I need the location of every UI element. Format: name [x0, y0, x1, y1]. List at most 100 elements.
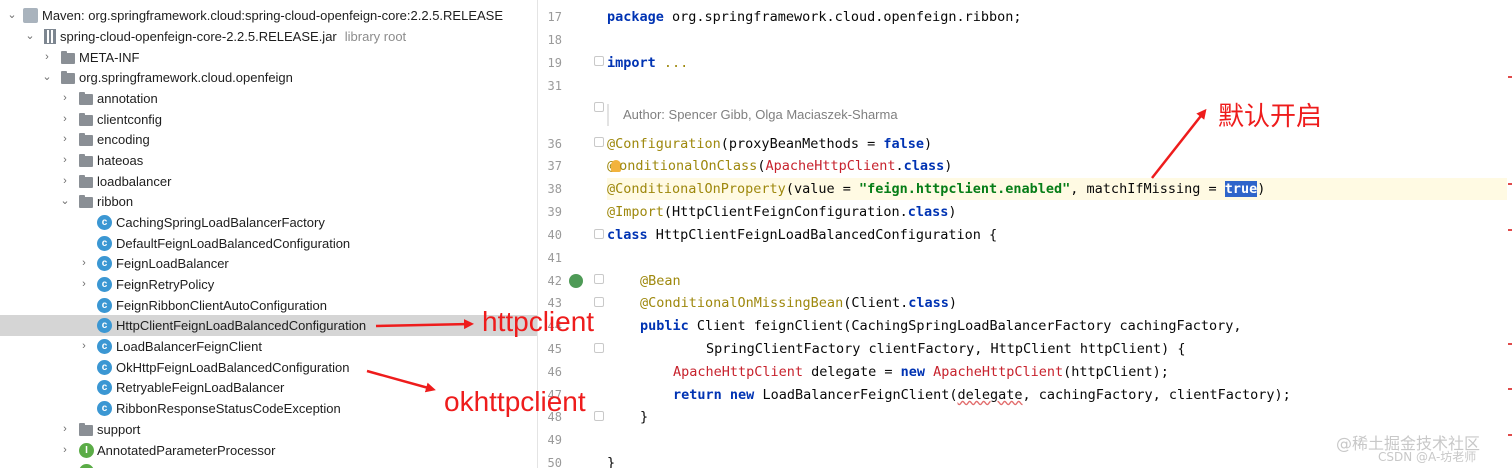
tree-row-class[interactable]: c FeignRibbonClientAutoConfiguration — [0, 295, 537, 316]
error-stripe-mark[interactable] — [1508, 343, 1512, 345]
tree-row-partial[interactable] — [0, 461, 537, 468]
folded-imports[interactable]: ... — [663, 55, 689, 71]
tree-row-meta-inf[interactable]: › META-INF — [0, 47, 537, 68]
fold-marker[interactable] — [594, 137, 604, 147]
error-stripe-mark[interactable] — [1508, 434, 1512, 436]
interface-icon: I — [79, 443, 94, 458]
error-stripe-mark[interactable] — [1508, 229, 1512, 231]
fold-marker[interactable] — [594, 274, 604, 284]
class-icon: c — [97, 360, 112, 375]
tree-label: org.springframework.cloud.openfeign — [79, 70, 293, 85]
code-line-method-sig: public Client feignClient(CachingSpringL… — [640, 318, 1242, 334]
tree-row-package-openfeign[interactable]: ⌄ org.springframework.cloud.openfeign — [0, 67, 537, 88]
intention-bulb-icon[interactable] — [611, 160, 622, 172]
tree-label: RetryableFeignLoadBalancer — [116, 380, 285, 395]
folder-icon — [79, 195, 93, 208]
tree-row-class-selected[interactable]: c HttpClientFeignLoadBalancedConfigurati… — [0, 315, 537, 336]
chevron-right-icon[interactable]: › — [63, 133, 67, 145]
code-line-import: import ... — [607, 55, 689, 71]
error-stripe-mark[interactable] — [1508, 183, 1512, 185]
chevron-right-icon[interactable]: › — [63, 175, 67, 187]
line-number: 39 — [547, 205, 562, 219]
editor-gutter — [540, 0, 602, 468]
line-number: 17 — [547, 10, 562, 24]
tree-row-class[interactable]: c RibbonResponseStatusCodeException — [0, 398, 537, 419]
tree-row-ribbon[interactable]: ⌄ ribbon — [0, 191, 537, 212]
tree-row-class[interactable]: c CachingSpringLoadBalancerFactory — [0, 212, 537, 233]
tree-label: FeignRibbonClientAutoConfiguration — [116, 298, 328, 313]
fold-marker[interactable] — [594, 411, 604, 421]
annotation-httpclient: httpclient — [482, 306, 595, 337]
chevron-down-icon[interactable]: ⌄ — [7, 9, 17, 21]
class-icon — [79, 464, 94, 468]
fold-marker[interactable] — [594, 102, 604, 112]
chevron-right-icon[interactable]: › — [63, 92, 67, 104]
chevron-right-icon[interactable]: › — [63, 154, 67, 166]
chevron-down-icon[interactable]: ⌄ — [60, 195, 70, 207]
tree-row-class[interactable]: c OkHttpFeignLoadBalancedConfiguration — [0, 357, 537, 378]
fold-marker[interactable] — [594, 229, 604, 239]
tree-label: FeignLoadBalancer — [116, 256, 229, 271]
folder-icon — [79, 423, 93, 436]
spring-bean-icon[interactable] — [569, 274, 583, 288]
folder-icon — [79, 133, 93, 146]
tree-row-interface[interactable]: › I AnnotatedParameterProcessor — [0, 440, 537, 461]
tree-row-jar[interactable]: ⌄ spring-cloud-openfeign-core-2.2.5.RELE… — [0, 26, 537, 47]
watermark-csdn: CSDN @A-坊老师 — [1378, 450, 1477, 464]
selected-true[interactable]: true — [1224, 181, 1258, 197]
folder-icon — [79, 92, 93, 105]
chevron-right-icon[interactable]: › — [63, 423, 67, 435]
code-line-delegate: ApacheHttpClient delegate = new ApacheHt… — [673, 364, 1169, 380]
tree-row-support[interactable]: › support — [0, 419, 537, 440]
error-stripe-mark[interactable] — [1508, 76, 1512, 78]
line-number: 44 — [547, 319, 562, 333]
tree-row-loadbalancer[interactable]: › loadbalancer — [0, 171, 537, 192]
chevron-right-icon[interactable]: › — [82, 257, 86, 269]
tree-row-class[interactable]: › c LoadBalancerFeignClient — [0, 336, 537, 357]
doc-comment: Author: Spencer Gibb, Olga Maciaszek-Sha… — [607, 104, 898, 126]
tree-row-class[interactable]: c DefaultFeignLoadBalancedConfiguration — [0, 233, 537, 254]
tree-label: support — [97, 422, 141, 437]
class-icon: c — [97, 215, 112, 230]
line-number: 49 — [547, 433, 562, 447]
chevron-right-icon[interactable]: › — [63, 113, 67, 125]
code-line-params: SpringClientFactory clientFactory, HttpC… — [706, 341, 1186, 357]
tree-label: FeignRetryPolicy — [116, 277, 215, 292]
project-tree: ⌄ Maven: org.springframework.cloud:sprin… — [0, 0, 538, 468]
chevron-right-icon[interactable]: › — [63, 444, 67, 456]
tree-row-class[interactable]: › c FeignLoadBalancer — [0, 253, 537, 274]
jar-icon — [44, 29, 56, 44]
fold-marker[interactable] — [594, 56, 604, 66]
tree-label: AnnotatedParameterProcessor — [97, 443, 276, 458]
line-number: 47 — [547, 388, 562, 402]
error-stripe-mark[interactable] — [1508, 388, 1512, 390]
tree-label: hateoas — [97, 153, 144, 168]
tree-row-hateoas[interactable]: › hateoas — [0, 150, 537, 171]
fold-marker[interactable] — [594, 297, 604, 307]
tree-label: RibbonResponseStatusCodeException — [116, 401, 341, 416]
tree-label: LoadBalancerFeignClient — [116, 339, 262, 354]
class-icon: c — [97, 256, 112, 271]
tree-row-maven-library[interactable]: ⌄ Maven: org.springframework.cloud:sprin… — [0, 5, 537, 26]
chevron-right-icon[interactable]: › — [82, 340, 86, 352]
code-line-package: package org.springframework.cloud.openfe… — [607, 9, 1022, 25]
tree-row-class[interactable]: › c FeignRetryPolicy — [0, 274, 537, 295]
chevron-right-icon[interactable]: › — [45, 51, 49, 63]
tree-row-encoding[interactable]: › encoding — [0, 129, 537, 150]
tree-row-partial[interactable] — [0, 0, 537, 4]
tree-label: ribbon — [97, 194, 134, 209]
chevron-down-icon[interactable]: ⌄ — [42, 71, 52, 83]
tree-label: encoding — [97, 132, 150, 147]
chevron-right-icon[interactable]: › — [82, 278, 86, 290]
tree-row-clientconfig[interactable]: › clientconfig — [0, 109, 537, 130]
line-number: 36 — [547, 137, 562, 151]
line-number: 41 — [547, 251, 562, 265]
folder-icon — [61, 51, 75, 64]
tree-row-annotation[interactable]: › annotation — [0, 88, 537, 109]
library-root-label: library root — [344, 29, 407, 44]
code-line-conditional-on-property: @ConditionalOnProperty(value = "feign.ht… — [607, 178, 1507, 200]
class-icon: c — [97, 277, 112, 292]
fold-marker[interactable] — [594, 343, 604, 353]
tree-row-class[interactable]: c RetryableFeignLoadBalancer — [0, 377, 537, 398]
chevron-down-icon[interactable]: ⌄ — [25, 30, 35, 42]
